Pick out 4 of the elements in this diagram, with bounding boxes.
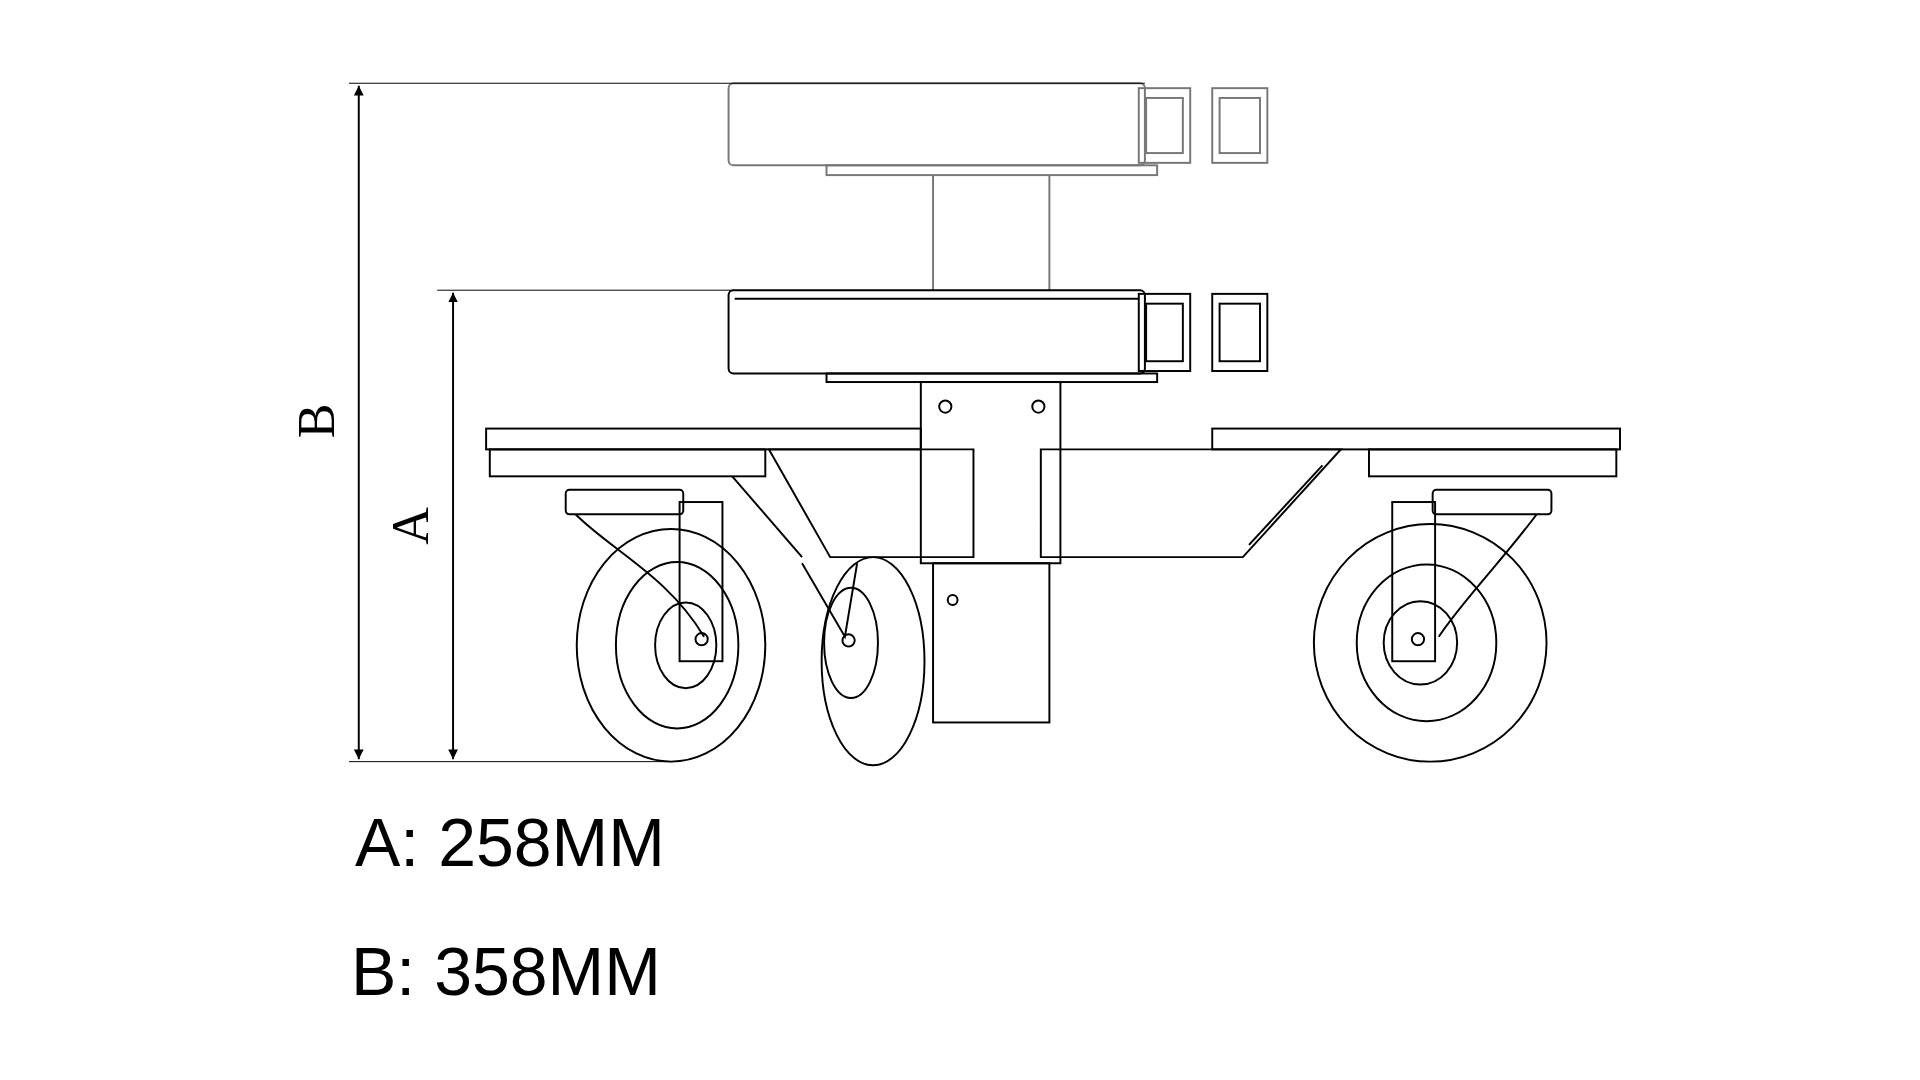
- dimension-value: A: 258MM: [355, 808, 665, 876]
- dimension-label: B: [291, 403, 344, 439]
- dimension-label: A: [384, 507, 437, 545]
- dimension-value: B: 358MM: [351, 937, 661, 1005]
